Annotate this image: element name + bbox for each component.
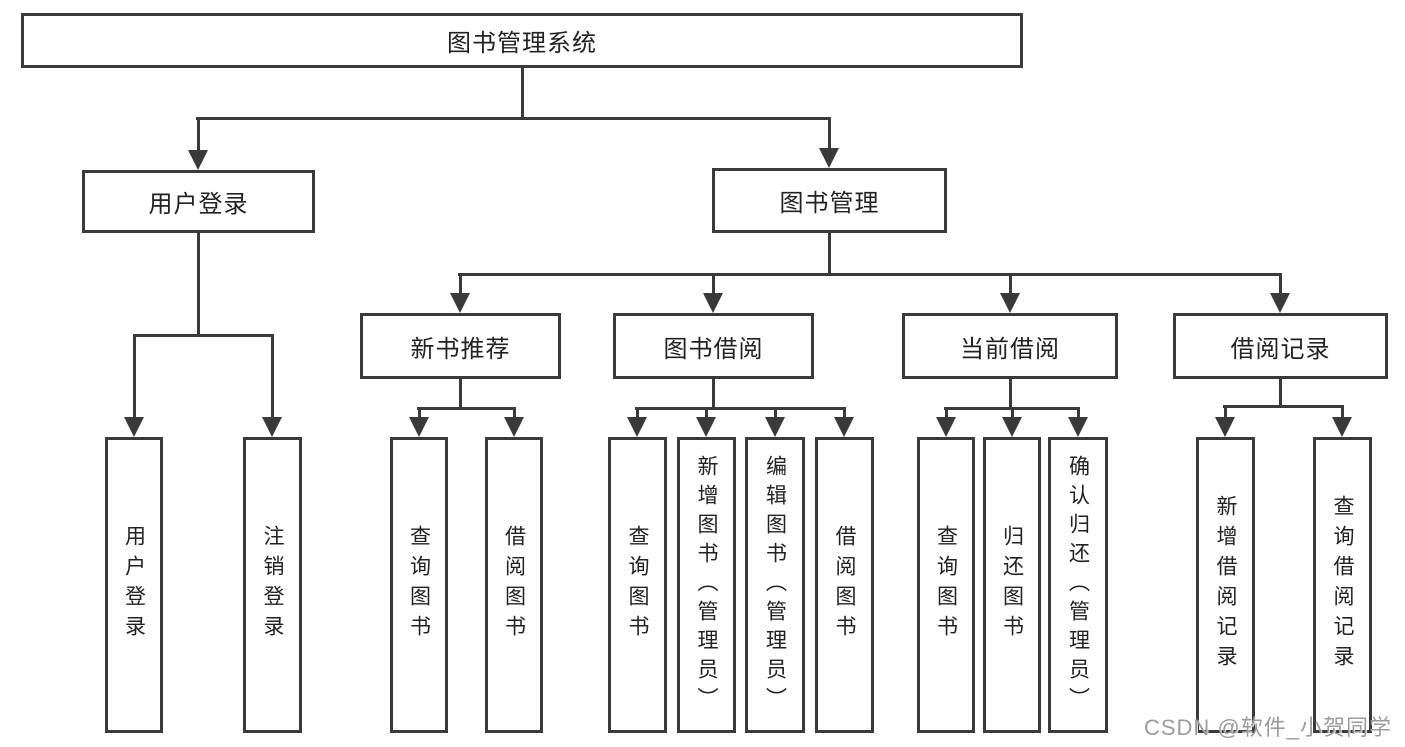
arrow-down-icon	[188, 150, 208, 170]
connector-drop	[271, 334, 274, 417]
connector-root-stem	[521, 66, 524, 119]
arrow-down-icon	[262, 417, 282, 437]
node-label: 图书借阅	[663, 335, 764, 363]
arrow-down-icon	[627, 417, 647, 437]
connector-stem	[1009, 377, 1012, 409]
arrow-down-icon	[1002, 417, 1022, 437]
leaf-bb-query-books: 查询图书	[608, 437, 667, 733]
node-label: 新增借阅记录	[1214, 495, 1237, 675]
node-label: 查询图书	[934, 525, 958, 645]
node-user-login: 用户登录	[82, 170, 315, 233]
leaf-cb-return-books: 归还图书	[983, 437, 1041, 733]
leaf-br-add-record: 新增借阅记录	[1196, 437, 1255, 733]
node-current-borrowing: 当前借阅	[902, 313, 1118, 379]
node-borrowing-records: 借阅记录	[1173, 313, 1388, 379]
leaf-cb-query-books: 查询图书	[917, 437, 975, 733]
node-label: 借阅图书	[502, 525, 526, 645]
leaf-nb-query-books: 查询图书	[390, 437, 448, 733]
leaf-user-login: 用户登录	[105, 437, 163, 733]
arrow-down-icon	[1000, 293, 1020, 313]
arrow-down-icon	[834, 417, 854, 437]
arrow-down-icon	[936, 417, 956, 437]
node-book-management: 图书管理	[712, 168, 947, 233]
connector-stem	[1279, 377, 1282, 407]
connector-split	[635, 407, 846, 410]
connector-drop	[712, 273, 715, 295]
node-label: 借阅记录	[1230, 335, 1331, 363]
connector-drop	[945, 407, 948, 419]
arrow-down-icon	[1215, 417, 1235, 437]
connector-user-login-split	[133, 334, 273, 337]
connector-drop	[1341, 405, 1344, 419]
node-label: 用户登录	[122, 525, 146, 645]
connector-drop	[133, 334, 136, 417]
connector-drop	[1224, 405, 1227, 419]
leaf-bb-add-books-admin: 新增图书（管理员）	[677, 437, 736, 733]
arrow-down-icon	[696, 417, 716, 437]
connector-drop	[459, 273, 462, 295]
connector-drop	[705, 407, 708, 419]
arrow-down-icon	[409, 417, 429, 437]
arrow-down-icon	[124, 417, 144, 437]
connector-drop	[843, 407, 846, 419]
leaf-bb-borrow-books: 借阅图书	[815, 437, 874, 733]
connector-drop	[1279, 273, 1282, 295]
arrow-down-icon	[450, 293, 470, 313]
leaf-bb-edit-books-admin: 编辑图书（管理员）	[745, 437, 805, 733]
node-label: 查询图书	[407, 525, 431, 645]
node-label: 借阅图书	[833, 525, 856, 645]
connector-drop	[636, 407, 639, 419]
arrow-down-icon	[819, 148, 839, 168]
node-label: 归还图书	[1000, 525, 1024, 645]
node-label: 当前借阅	[960, 335, 1060, 363]
node-label: 用户登录	[148, 191, 249, 218]
leaf-logout: 注销登录	[243, 437, 302, 733]
connector-drop	[1009, 273, 1012, 295]
connector-drop	[1077, 407, 1080, 419]
connector-user-login-stem	[197, 231, 200, 336]
node-label: 查询借阅记录	[1331, 495, 1354, 675]
connector-stem	[712, 377, 715, 409]
connector-stem	[459, 377, 462, 409]
connector-drop-book-mgmt	[828, 117, 831, 148]
connector-root-split	[196, 117, 830, 120]
leaf-nb-borrow-books: 借阅图书	[485, 437, 543, 733]
node-label: 图书管理系统	[447, 30, 597, 57]
node-label: 编辑图书（管理员）	[763, 454, 787, 716]
csdn-watermark: CSDN @软件_小贺同学	[1143, 715, 1392, 740]
connector-drop	[513, 407, 516, 419]
arrow-down-icon	[1270, 293, 1290, 313]
node-label: 新增图书（管理员）	[695, 454, 718, 716]
connector-drop	[418, 407, 421, 419]
arrow-down-icon	[765, 417, 785, 437]
node-book-management-system: 图书管理系统	[21, 13, 1023, 68]
connector-split	[1223, 405, 1344, 408]
connector-drop-user-login	[197, 117, 200, 150]
connector-drop	[1011, 407, 1014, 419]
connector-book-mgmt-split	[458, 273, 1281, 276]
arrow-down-icon	[1068, 417, 1088, 437]
node-label: 图书管理	[779, 190, 880, 217]
connector-book-mgmt-stem	[828, 231, 831, 275]
arrow-down-icon	[703, 293, 723, 313]
leaf-br-query-record: 查询借阅记录	[1313, 437, 1372, 733]
arrow-down-icon	[504, 417, 524, 437]
node-label: 注销登录	[261, 525, 284, 645]
node-label: 新书推荐	[410, 335, 511, 363]
leaf-cb-confirm-return-admin: 确认归还（管理员）	[1048, 437, 1108, 733]
node-new-book-recommend: 新书推荐	[360, 313, 561, 379]
node-label: 确认归还（管理员）	[1066, 454, 1090, 716]
node-book-borrowing: 图书借阅	[613, 313, 814, 379]
node-label: 查询图书	[626, 525, 649, 645]
connector-drop	[774, 407, 777, 419]
connector-split	[417, 407, 516, 410]
arrow-down-icon	[1332, 417, 1352, 437]
